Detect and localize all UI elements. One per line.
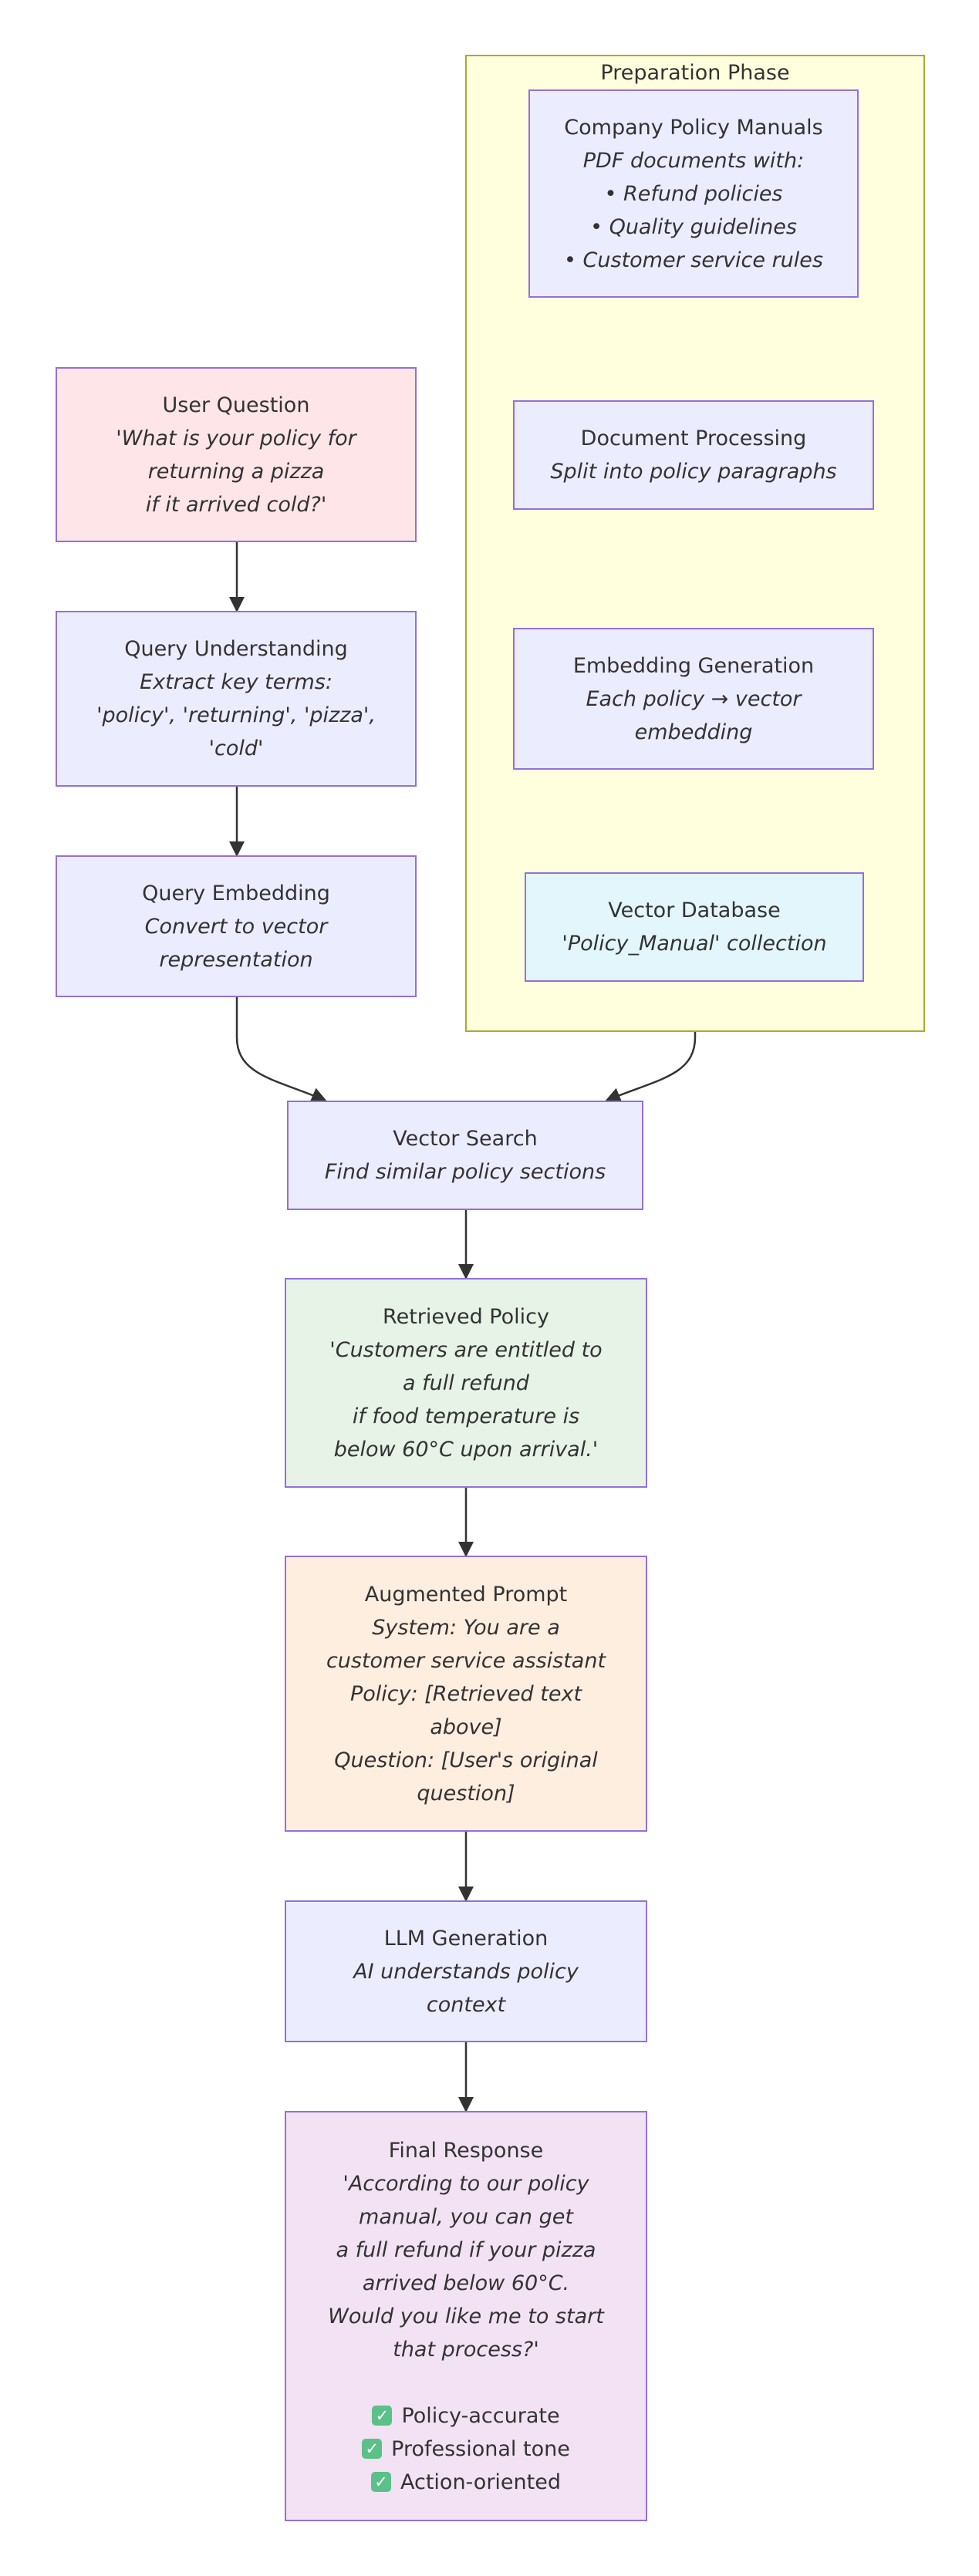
- check-mark-icon: ✓: [372, 2406, 393, 2426]
- node-title: Query Understanding: [124, 637, 348, 661]
- node-text-line: context: [426, 1992, 506, 2017]
- checklist-item: ✓ Professional tone: [362, 2433, 570, 2466]
- node-text-line: manual, you can get: [359, 2204, 573, 2229]
- node-title: Retrieved Policy: [383, 1304, 549, 1329]
- node-title: Company Policy Manuals: [564, 115, 823, 140]
- node-text-line: that process?': [393, 2337, 539, 2362]
- node-text-line: Extract key terms:: [140, 670, 333, 694]
- node-text-line: 'cold': [208, 737, 264, 760]
- cluster-title: Preparation Phase: [600, 61, 790, 85]
- check-mark-icon: ✓: [362, 2439, 383, 2459]
- node-vector-database: Vector Database 'Policy_Manual' collectio…: [525, 872, 864, 982]
- node-text-line: AI understands policy: [353, 1959, 579, 1984]
- node-text-line: 'Customers are entitled to: [329, 1337, 603, 1362]
- node-text-line: Convert to vector: [144, 914, 328, 939]
- edge-query-embedding-to-search: [235, 997, 327, 1102]
- node-title: LLM Generation: [383, 1926, 549, 1951]
- checklist-item: ✓ Policy-accurate: [372, 2399, 560, 2433]
- node-final-response: Final Response 'According to our policy ma…: [285, 2111, 647, 2521]
- node-text-line: Policy: [Retrieved text: [349, 1681, 582, 1706]
- node-text-line: a full refund: [403, 1371, 529, 1395]
- node-title: Final Response: [388, 2138, 544, 2163]
- checklist-label: Professional tone: [391, 2436, 570, 2461]
- node-text-line: embedding: [634, 720, 753, 744]
- node-text-line: below 60°C upon arrival.': [333, 1437, 599, 1462]
- node-title: Vector Search: [393, 1127, 538, 1151]
- checklist-label: Action-oriented: [400, 2470, 561, 2494]
- node-text-line: • Refund policies: [604, 181, 783, 206]
- node-text-line: question]: [417, 1781, 515, 1806]
- node-text-line: above]: [430, 1715, 502, 1739]
- node-title: Embedding Generation: [572, 653, 815, 678]
- node-text-line: 'According to our policy: [343, 2171, 589, 2196]
- edge-database-to-search: [605, 982, 697, 1103]
- node-text-line: Find similar policy sections: [324, 1160, 606, 1184]
- node-user-question: User Question 'What is your policy for ret…: [56, 367, 417, 542]
- check-mark-icon: ✓: [371, 2472, 391, 2492]
- node-text-line: System: You are a: [372, 1615, 560, 1640]
- node-text-line: if food temperature is: [352, 1404, 580, 1428]
- node-title: User Question: [162, 393, 310, 417]
- node-retrieved-policy: Retrieved Policy 'Customers are entitled …: [285, 1278, 647, 1488]
- node-text-line: 'What is your policy for: [116, 426, 356, 450]
- checklist-item: ✓ Action-oriented: [371, 2466, 561, 2499]
- node-text-line: • Customer service rules: [564, 248, 823, 272]
- node-text-line: Would you like me to start: [328, 2304, 604, 2328]
- node-title: Query Embedding: [142, 881, 330, 905]
- node-llm-generation: LLM Generation AI understands policy conte…: [285, 1900, 647, 2042]
- checklist-label: Policy-accurate: [401, 2403, 560, 2428]
- node-text-line: 'Policy_Manual' collection: [562, 932, 827, 956]
- node-text-line: Each policy → vector: [586, 686, 802, 711]
- node-text-line: PDF documents with:: [582, 148, 805, 173]
- node-title: Augmented Prompt: [364, 1582, 568, 1607]
- node-text-line: customer service assistant: [326, 1648, 606, 1673]
- node-text-line: • Quality guidelines: [590, 214, 797, 239]
- node-text-line: Question: [User's original: [334, 1748, 598, 1772]
- node-title: Document Processing: [580, 427, 807, 450]
- node-text-line: representation: [159, 947, 313, 972]
- node-text-line: returning a pizza: [147, 459, 325, 484]
- node-text-line: a full refund if your pizza: [336, 2237, 596, 2262]
- node-text-line: if it arrived cold?': [145, 492, 327, 517]
- node-text-line: 'policy', 'returning', 'pizza',: [96, 703, 376, 727]
- node-title: Vector Database: [608, 899, 781, 922]
- node-text-line: Split into policy paragraphs: [550, 460, 837, 484]
- node-text-line: arrived below 60°C.: [362, 2271, 570, 2295]
